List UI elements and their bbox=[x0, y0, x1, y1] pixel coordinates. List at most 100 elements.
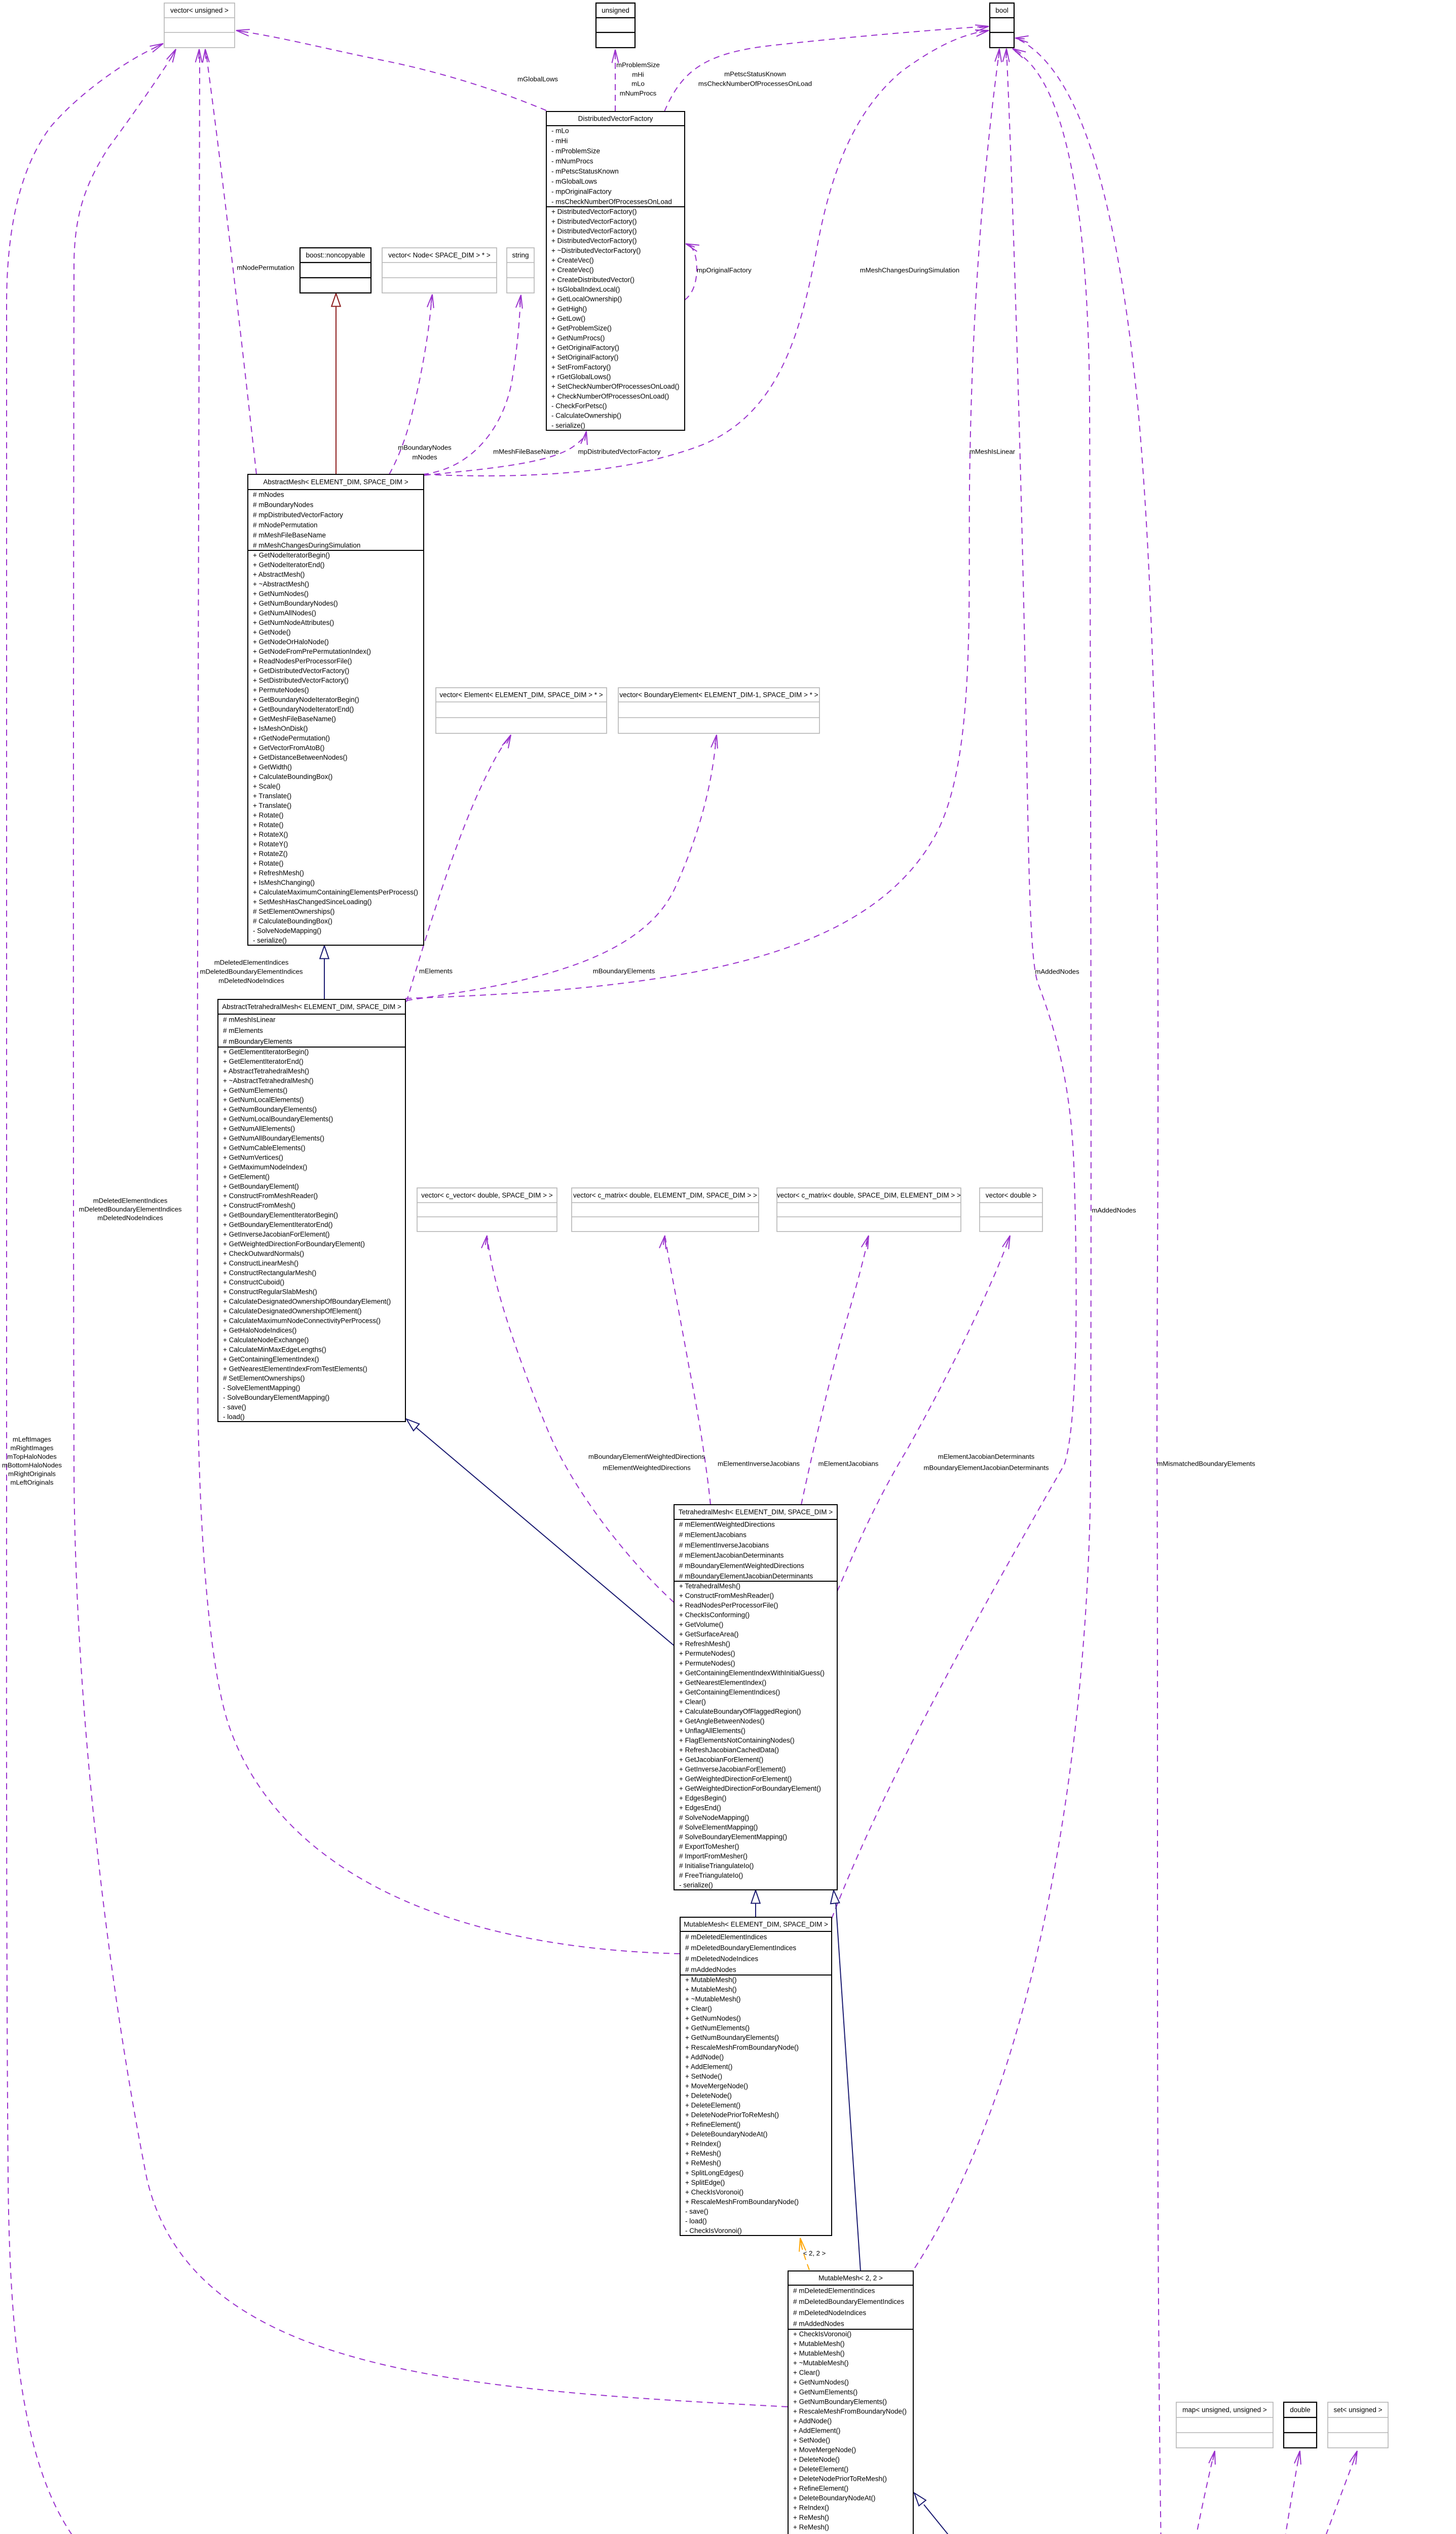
svg-text:mRightImages: mRightImages bbox=[10, 1444, 53, 1452]
svg-text:# mDeletedBoundaryElementIndic: # mDeletedBoundaryElementIndices bbox=[793, 2298, 904, 2305]
svg-text:+ MutableMesh(): + MutableMesh() bbox=[793, 2340, 845, 2347]
svg-text:+ GetBoundaryNodeIteratorEnd(): + GetBoundaryNodeIteratorEnd() bbox=[253, 705, 354, 713]
svg-text:+ Clear(): + Clear() bbox=[793, 2369, 820, 2376]
svg-text:+ GetNumLocalElements(): + GetNumLocalElements() bbox=[223, 1096, 304, 1104]
svg-text:< 2, 2 >: < 2, 2 > bbox=[803, 2250, 826, 2257]
svg-text:+ DistributedVectorFactory(): + DistributedVectorFactory() bbox=[551, 237, 637, 245]
svg-text:+ GetBoundaryElement(): + GetBoundaryElement() bbox=[223, 1182, 299, 1190]
svg-text:+ ReMesh(): + ReMesh() bbox=[685, 2159, 721, 2167]
svg-text:# mBoundaryNodes: # mBoundaryNodes bbox=[253, 501, 314, 509]
svg-text:+ IsMeshOnDisk(): + IsMeshOnDisk() bbox=[253, 725, 308, 732]
svg-text:mProblemSize: mProblemSize bbox=[616, 61, 660, 69]
svg-text:- load(): - load() bbox=[223, 1413, 245, 1421]
svg-text:+ RefineElement(): + RefineElement() bbox=[685, 2121, 740, 2129]
svg-text:+ CreateVec(): + CreateVec() bbox=[551, 256, 594, 264]
svg-text:+ GetNumProcs(): + GetNumProcs() bbox=[551, 334, 605, 342]
svg-text:+ Clear(): + Clear() bbox=[679, 1698, 706, 1705]
svg-text:+ GetSurfaceArea(): + GetSurfaceArea() bbox=[679, 1630, 738, 1638]
svg-text:+ GetWeightedDirectionForBound: + GetWeightedDirectionForBoundaryElement… bbox=[679, 1785, 821, 1793]
svg-text:+ UnflagAllElements(): + UnflagAllElements() bbox=[679, 1727, 745, 1734]
svg-text:+ GetContainingElementIndices(: + GetContainingElementIndices() bbox=[679, 1688, 780, 1696]
svg-text:+ GetInverseJacobianForElement: + GetInverseJacobianForElement() bbox=[679, 1766, 786, 1773]
svg-text:+ GetNumNodes(): + GetNumNodes() bbox=[793, 2378, 849, 2386]
svg-text:+ Translate(): + Translate() bbox=[253, 792, 291, 800]
svg-text:+ FlagElementsNotContainingNod: + FlagElementsNotContainingNodes() bbox=[679, 1737, 795, 1744]
svg-text:mDeletedBoundaryElementIndices: mDeletedBoundaryElementIndices bbox=[79, 1206, 181, 1213]
svg-text:mMeshIsLinear: mMeshIsLinear bbox=[969, 448, 1016, 456]
svg-text:mHi: mHi bbox=[632, 71, 644, 79]
svg-text:+ Translate(): + Translate() bbox=[253, 802, 291, 809]
svg-text:+ ~MutableMesh(): + ~MutableMesh() bbox=[685, 1995, 741, 2003]
svg-text:+ PermuteNodes(): + PermuteNodes() bbox=[679, 1650, 735, 1657]
svg-text:# mElements: # mElements bbox=[223, 1027, 263, 1034]
svg-text:+ RescaleMeshFromBoundaryNode(: + RescaleMeshFromBoundaryNode() bbox=[685, 2198, 799, 2206]
svg-text:+ Scale(): + Scale() bbox=[253, 782, 280, 790]
svg-text:+ CalculateMaximumContainingEl: + CalculateMaximumContainingElementsPerP… bbox=[253, 888, 418, 896]
svg-text:MutableMesh< ELEMENT_DIM, SPAC: MutableMesh< ELEMENT_DIM, SPACE_DIM > bbox=[684, 1921, 828, 1928]
svg-text:mDeletedBoundaryElementIndices: mDeletedBoundaryElementIndices bbox=[200, 968, 303, 976]
svg-text:+ GetInverseJacobianForElement: + GetInverseJacobianForElement() bbox=[223, 1231, 329, 1238]
svg-text:- SolveBoundaryElementMapping(: - SolveBoundaryElementMapping() bbox=[223, 1394, 329, 1401]
svg-text:+ GetDistributedVectorFactory(: + GetDistributedVectorFactory() bbox=[253, 667, 349, 675]
svg-text:+ PermuteNodes(): + PermuteNodes() bbox=[253, 686, 309, 694]
svg-text:+ ~MutableMesh(): + ~MutableMesh() bbox=[793, 2359, 849, 2367]
svg-text:+ SetNode(): + SetNode() bbox=[685, 2072, 722, 2080]
svg-text:+ SplitLongEdges(): + SplitLongEdges() bbox=[793, 2533, 851, 2534]
svg-text:# mAddedNodes: # mAddedNodes bbox=[793, 2320, 844, 2328]
svg-text:# SolveBoundaryElementMapping(: # SolveBoundaryElementMapping() bbox=[679, 1833, 787, 1841]
svg-text:- serialize(): - serialize() bbox=[253, 937, 287, 944]
svg-text:# mDeletedNodeIndices: # mDeletedNodeIndices bbox=[793, 2309, 866, 2317]
svg-text:+ MoveMergeNode(): + MoveMergeNode() bbox=[793, 2446, 856, 2453]
svg-text:+ GetWidth(): + GetWidth() bbox=[253, 763, 292, 771]
svg-text:mBoundaryNodes: mBoundaryNodes bbox=[398, 444, 452, 452]
svg-text:# mDeletedNodeIndices: # mDeletedNodeIndices bbox=[685, 1955, 758, 1962]
svg-text:# SolveElementMapping(): # SolveElementMapping() bbox=[679, 1823, 758, 1831]
svg-text:+ GetWeightedDirectionForEleme: + GetWeightedDirectionForElement() bbox=[679, 1775, 792, 1783]
svg-text:+ GetMaximumNodeIndex(): + GetMaximumNodeIndex() bbox=[223, 1163, 307, 1171]
svg-text:mNodePermutation: mNodePermutation bbox=[237, 264, 294, 272]
svg-text:+ GetNodeIteratorEnd(): + GetNodeIteratorEnd() bbox=[253, 561, 324, 569]
svg-text:mElementJacobians: mElementJacobians bbox=[818, 1460, 879, 1468]
svg-text:+ GetNearestElementIndexFromTe: + GetNearestElementIndexFromTestElements… bbox=[223, 1365, 367, 1372]
svg-text:+ DistributedVectorFactory(): + DistributedVectorFactory() bbox=[551, 208, 637, 215]
svg-text:+ AddElement(): + AddElement() bbox=[793, 2427, 840, 2434]
svg-text:msCheckNumberOfProcessesOnLoad: msCheckNumberOfProcessesOnLoad bbox=[698, 80, 812, 88]
svg-text:+ GetNearestElementIndex(): + GetNearestElementIndex() bbox=[679, 1679, 766, 1686]
svg-text:+ GetContainingElementIndexWit: + GetContainingElementIndexWithInitialGu… bbox=[679, 1669, 825, 1676]
svg-text:+ GetNumBoundaryElements(): + GetNumBoundaryElements() bbox=[793, 2398, 887, 2405]
svg-text:# mElementInverseJacobians: # mElementInverseJacobians bbox=[679, 1541, 769, 1549]
svg-text:+ DistributedVectorFactory(): + DistributedVectorFactory() bbox=[551, 217, 637, 225]
svg-text:+ RefreshMesh(): + RefreshMesh() bbox=[253, 869, 304, 877]
svg-text:+ Rotate(): + Rotate() bbox=[253, 860, 283, 867]
svg-text:mAddedNodes: mAddedNodes bbox=[1092, 1207, 1136, 1214]
svg-text:mDeletedElementIndices: mDeletedElementIndices bbox=[214, 959, 289, 966]
svg-text:+ Rotate(): + Rotate() bbox=[253, 821, 283, 829]
svg-text:+ SetCheckNumberOfProcessesOnL: + SetCheckNumberOfProcessesOnLoad() bbox=[551, 383, 680, 390]
svg-text:+ CheckIsConforming(): + CheckIsConforming() bbox=[679, 1611, 750, 1619]
svg-text:+ GetNumAllBoundaryElements(): + GetNumAllBoundaryElements() bbox=[223, 1135, 324, 1142]
svg-text:+ GetVolume(): + GetVolume() bbox=[679, 1621, 723, 1628]
svg-text:mBoundaryElementWeightedDirect: mBoundaryElementWeightedDirections bbox=[588, 1453, 705, 1461]
svg-text:+ GetHigh(): + GetHigh() bbox=[551, 305, 587, 313]
svg-text:mTopHaloNodes: mTopHaloNodes bbox=[7, 1453, 57, 1461]
svg-text:mBottomHaloNodes: mBottomHaloNodes bbox=[2, 1462, 62, 1469]
svg-text:# mElementWeightedDirections: # mElementWeightedDirections bbox=[679, 1521, 775, 1529]
svg-text:+ DistributedVectorFactory(): + DistributedVectorFactory() bbox=[551, 227, 637, 235]
svg-text:+ Rotate(): + Rotate() bbox=[253, 811, 283, 819]
svg-text:vector< c_matrix< double, SPAC: vector< c_matrix< double, SPACE_DIM, ELE… bbox=[777, 1191, 961, 1199]
svg-text:+ GetNumBoundaryNodes(): + GetNumBoundaryNodes() bbox=[253, 600, 338, 607]
svg-text:+ GetOriginalFactory(): + GetOriginalFactory() bbox=[551, 344, 619, 352]
svg-text:+ GetElementIteratorEnd(): + GetElementIteratorEnd() bbox=[223, 1058, 304, 1065]
svg-text:+ ReadNodesPerProcessorFile(): + ReadNodesPerProcessorFile() bbox=[253, 657, 352, 665]
svg-text:+ DeleteNodePriorToReMesh(): + DeleteNodePriorToReMesh() bbox=[793, 2475, 887, 2483]
svg-text:+ RotateZ(): + RotateZ() bbox=[253, 850, 288, 858]
svg-text:+ SetFromFactory(): + SetFromFactory() bbox=[551, 363, 611, 371]
svg-text:mRightOriginals: mRightOriginals bbox=[8, 1470, 56, 1478]
svg-text:+ ~DistributedVectorFactory(): + ~DistributedVectorFactory() bbox=[551, 247, 641, 254]
svg-text:+ ReIndex(): + ReIndex() bbox=[685, 2140, 721, 2148]
svg-text:+ SetNode(): + SetNode() bbox=[793, 2436, 830, 2444]
svg-text:- load(): - load() bbox=[685, 2217, 707, 2225]
svg-text:+ GetBoundaryElementIteratorBe: + GetBoundaryElementIteratorBegin() bbox=[223, 1211, 338, 1219]
svg-text:# mNodePermutation: # mNodePermutation bbox=[253, 521, 318, 529]
svg-text:+ ConstructCuboid(): + ConstructCuboid() bbox=[223, 1279, 284, 1286]
